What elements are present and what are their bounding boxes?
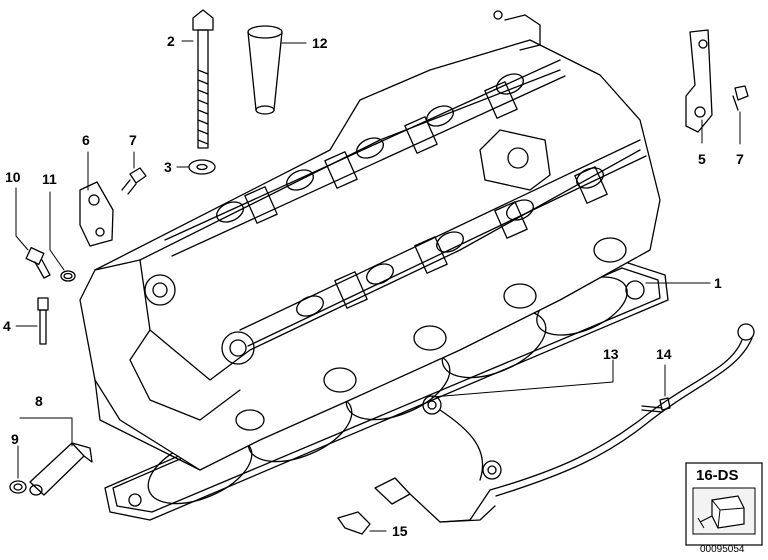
callout-13: 13: [603, 346, 619, 362]
callout-6: 6: [82, 132, 90, 148]
stud-bolt: [37, 297, 49, 345]
figure-id: 00095054: [700, 544, 745, 555]
cylinder-head: [79, 10, 661, 471]
callout-5: 5: [698, 151, 706, 167]
callout-11: 11: [42, 171, 57, 187]
lifting-bracket-left: [79, 181, 114, 247]
callout-1: 1: [714, 275, 722, 291]
lifting-bracket-right: [685, 29, 713, 133]
callout-12: 12: [312, 35, 328, 51]
hex-bolt-right: [732, 85, 749, 111]
leader-lines: [15, 40, 741, 532]
callout-2: 2: [167, 33, 175, 49]
callout-8: 8: [35, 393, 43, 409]
callout-7-right: 7: [736, 151, 744, 167]
sleeve-part: [247, 25, 283, 115]
cylinder-head-bolt: [192, 9, 214, 149]
o-ring-small: [60, 270, 76, 282]
badge-label: 16-DS: [696, 467, 739, 484]
catalog-badge: [685, 462, 763, 546]
hex-bolt-left: [121, 167, 147, 195]
cable-clip: [337, 511, 371, 535]
callout-7-left: 7: [129, 132, 137, 148]
callout-14: 14: [656, 346, 672, 362]
sensor-bolt: [641, 397, 671, 413]
callout-9: 9: [11, 431, 19, 447]
callout-10: 10: [5, 169, 21, 185]
callout-15: 15: [392, 523, 408, 539]
callout-3: 3: [164, 159, 172, 175]
callout-4: 4: [3, 318, 11, 334]
knock-sensor-harness: [374, 323, 755, 523]
screw-plug: [29, 442, 93, 496]
o-ring-large: [9, 480, 27, 494]
sensor-part: [25, 246, 51, 279]
washer-part: [188, 159, 216, 175]
